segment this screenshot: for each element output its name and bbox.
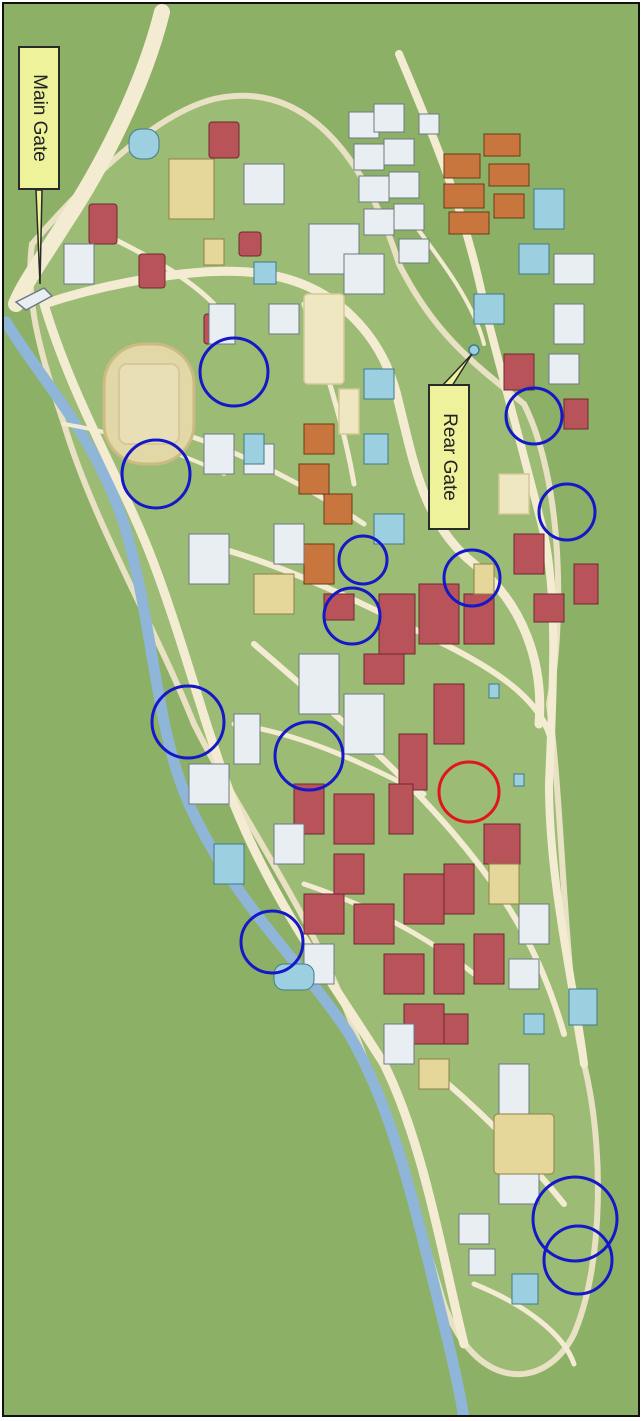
main-gate-icon (14, 287, 54, 311)
blue-marker (198, 336, 270, 408)
blue-marker (442, 548, 502, 608)
stadium (102, 342, 196, 466)
river (4, 316, 469, 1415)
rear-gate-point (468, 344, 480, 356)
blue-marker (239, 909, 305, 975)
blue-marker (322, 586, 382, 646)
buildings-red (88, 121, 599, 1045)
blue-marker (337, 534, 389, 586)
blue-marker (504, 386, 564, 446)
sport-courts (303, 293, 530, 515)
map-illustration (4, 4, 638, 1415)
rear-gate-label: Rear Gate (428, 384, 470, 530)
blue-marker (150, 684, 226, 760)
blue-marker (531, 1175, 619, 1263)
blue-marker (120, 438, 192, 510)
blue-highlight-markers (120, 336, 619, 1296)
red-highlight-marker (437, 760, 501, 824)
rear-gate-text: Rear Gate (439, 413, 460, 501)
main-gate-pointer (35, 189, 43, 285)
main-gate-label: Main Gate (18, 46, 60, 190)
buildings-orange (298, 133, 530, 585)
blue-marker (537, 482, 597, 542)
blue-marker (273, 720, 345, 792)
buildings-tan (168, 158, 555, 1175)
blue-marker (542, 1224, 614, 1296)
buildings-white (63, 103, 595, 1276)
main-gate-text: Main Gate (29, 74, 50, 162)
